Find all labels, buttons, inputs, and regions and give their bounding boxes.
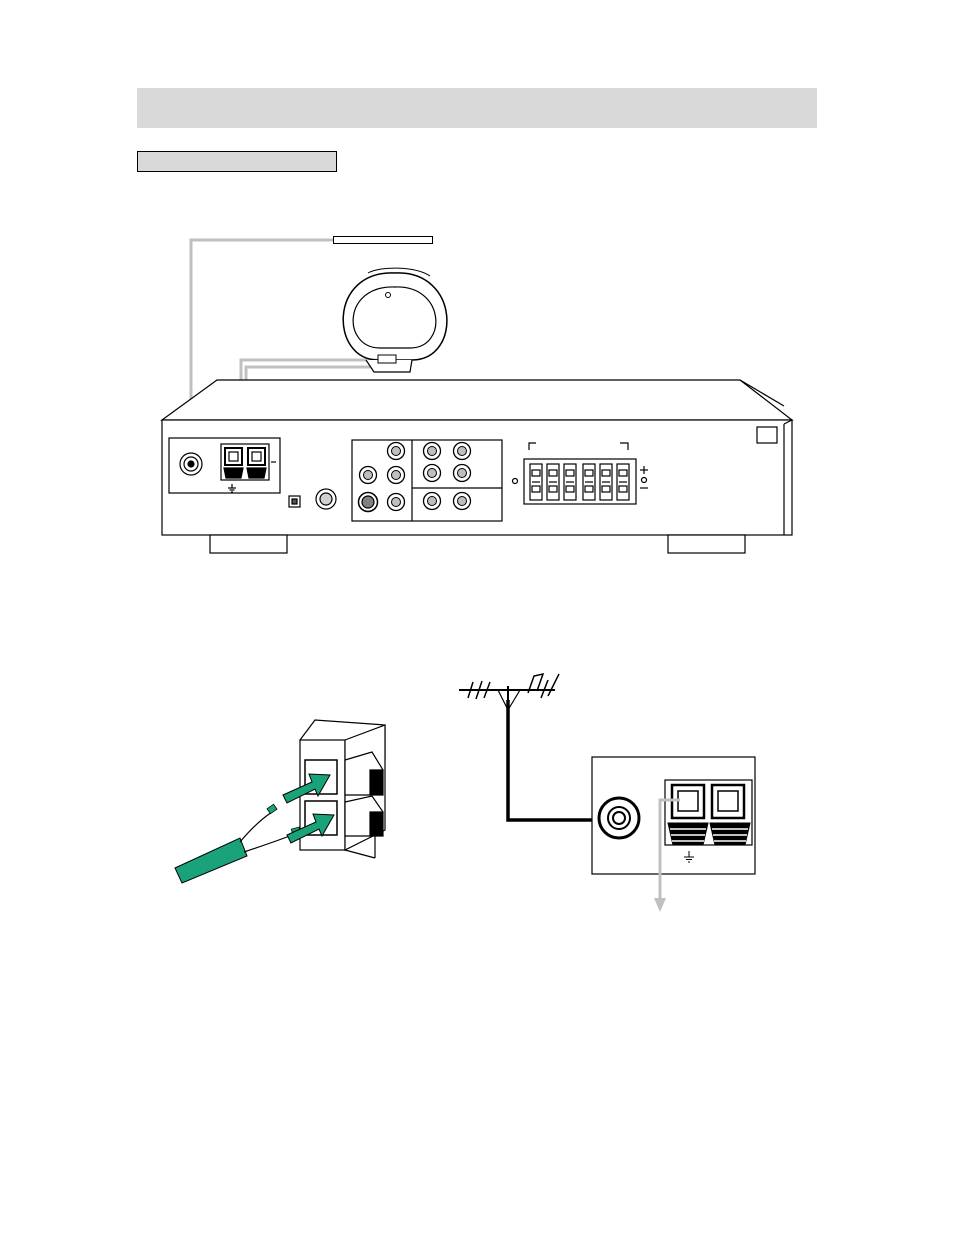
arrow-icon <box>282 773 335 844</box>
antenna-terminal-block <box>168 437 281 494</box>
speaker-terminal-block <box>523 458 637 505</box>
page-title-bar <box>137 88 817 128</box>
ground-wire-arrow <box>654 798 680 912</box>
right-foot <box>667 534 746 554</box>
section-tab <box>137 151 337 172</box>
rca-jack-panel <box>351 439 503 522</box>
fm-coaxial-jack <box>179 452 203 476</box>
am-antenna-terminals <box>220 443 276 493</box>
speaker-minus-mark <box>511 477 519 485</box>
antenna-terminal-closeup <box>591 756 756 875</box>
left-foot <box>209 534 288 554</box>
antenna-label-box <box>333 236 433 244</box>
polarity-marks <box>640 466 648 489</box>
stripped-wire-icon <box>174 803 302 884</box>
speaker-terminals <box>529 463 630 501</box>
receiver-rear-panel <box>160 379 794 554</box>
fm-lead-wire <box>189 238 333 462</box>
rca-jacks <box>357 441 472 513</box>
receiver-top <box>160 379 794 421</box>
power-cord-outlet <box>756 426 778 444</box>
coaxial-digital-input <box>315 488 337 510</box>
am-loop-antenna-icon <box>342 267 448 373</box>
ground-symbol-icon <box>684 851 694 863</box>
outdoor-antenna-icon <box>459 672 610 822</box>
